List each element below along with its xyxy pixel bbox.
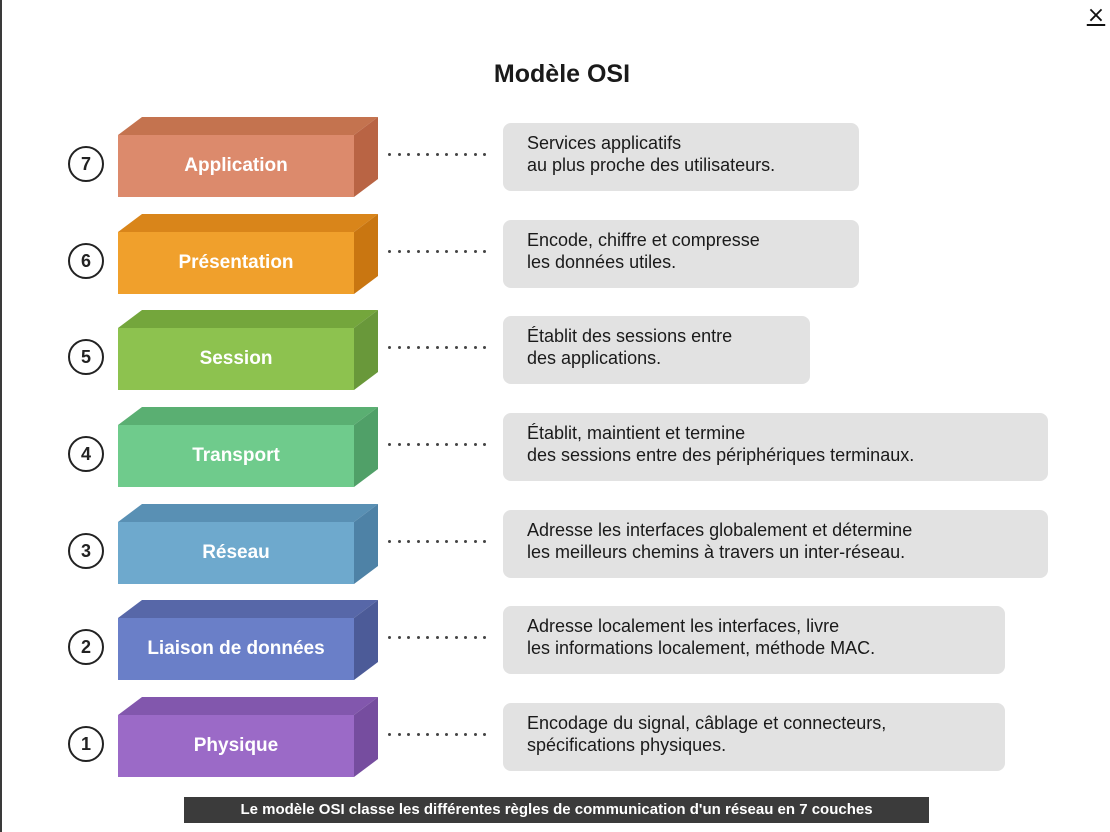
- description-line: des sessions entre des périphériques ter…: [527, 445, 915, 465]
- layer-block: Transport: [118, 407, 380, 487]
- layer-name: Transport: [192, 445, 280, 466]
- layer-block: Session: [118, 310, 380, 390]
- layer-description: Adresse les interfaces globalement et dé…: [503, 510, 1048, 578]
- osi-layer-2: 2 Liaison de données Adresse localement le…: [0, 600, 1110, 690]
- dotted-connector: [388, 346, 493, 352]
- description-line: spécifications physiques.: [527, 735, 727, 755]
- layer-description: Encodage du signal, câblage et connecteu…: [503, 703, 1005, 771]
- dotted-connector: [388, 250, 493, 256]
- layer-block: Présentation: [118, 214, 380, 294]
- layer-number-badge: 1: [68, 726, 104, 762]
- description-line: les meilleurs chemins à travers un inter…: [527, 542, 906, 562]
- close-icon[interactable]: ×: [1086, 3, 1106, 28]
- dotted-connector: [388, 636, 493, 642]
- layer-number-badge: 2: [68, 629, 104, 665]
- layer-block: Liaison de données: [118, 600, 380, 680]
- description-line: Services applicatifs: [527, 133, 682, 153]
- layer-number-badge: 3: [68, 533, 104, 569]
- window-left-border: [0, 0, 2, 832]
- description-line: les informations localement, méthode MAC…: [527, 638, 876, 658]
- description-line: Encodage du signal, câblage et connecteu…: [527, 713, 887, 733]
- image-caption: Le modèle OSI classe les différentes règ…: [184, 797, 929, 823]
- layer-name: Réseau: [202, 542, 270, 563]
- layer-block: Réseau: [118, 504, 380, 584]
- description-line: Établit des sessions entre: [527, 326, 733, 346]
- dotted-connector: [388, 153, 493, 159]
- layer-number-badge: 7: [68, 146, 104, 182]
- layer-number-badge: 5: [68, 339, 104, 375]
- description-line: Adresse les interfaces globalement et dé…: [527, 520, 913, 540]
- description-line: des applications.: [527, 348, 662, 368]
- layer-block: Physique: [118, 697, 380, 777]
- layer-name: Session: [199, 348, 273, 369]
- layer-description: Adresse localement les interfaces, livre…: [503, 606, 1005, 674]
- layer-name: Liaison de données: [147, 638, 325, 659]
- layer-name: Physique: [193, 735, 279, 756]
- osi-layer-6: 6 Présentation Encode, chiffre et compress…: [0, 214, 1110, 304]
- layer-block: Application: [118, 117, 380, 197]
- diagram-title: Modèle OSI: [493, 60, 631, 88]
- osi-layer-1: 1 Physique Encodage du signal, câblage et …: [0, 697, 1110, 787]
- osi-layer-3: 3 Réseau Adresse les interfaces globalemen…: [0, 504, 1110, 594]
- description-line: Encode, chiffre et compresse: [527, 230, 760, 250]
- layer-name: Présentation: [178, 252, 294, 273]
- dotted-connector: [388, 733, 493, 739]
- description-line: les données utiles.: [527, 252, 677, 272]
- description-line: Adresse localement les interfaces, livre: [527, 616, 840, 636]
- dotted-connector: [388, 540, 493, 546]
- dotted-connector: [388, 443, 493, 449]
- layer-name: Application: [184, 155, 288, 176]
- description-line: au plus proche des utilisateurs.: [527, 155, 776, 175]
- layer-number-badge: 6: [68, 243, 104, 279]
- layer-number-badge: 4: [68, 436, 104, 472]
- description-line: Établit, maintient et termine: [527, 423, 746, 443]
